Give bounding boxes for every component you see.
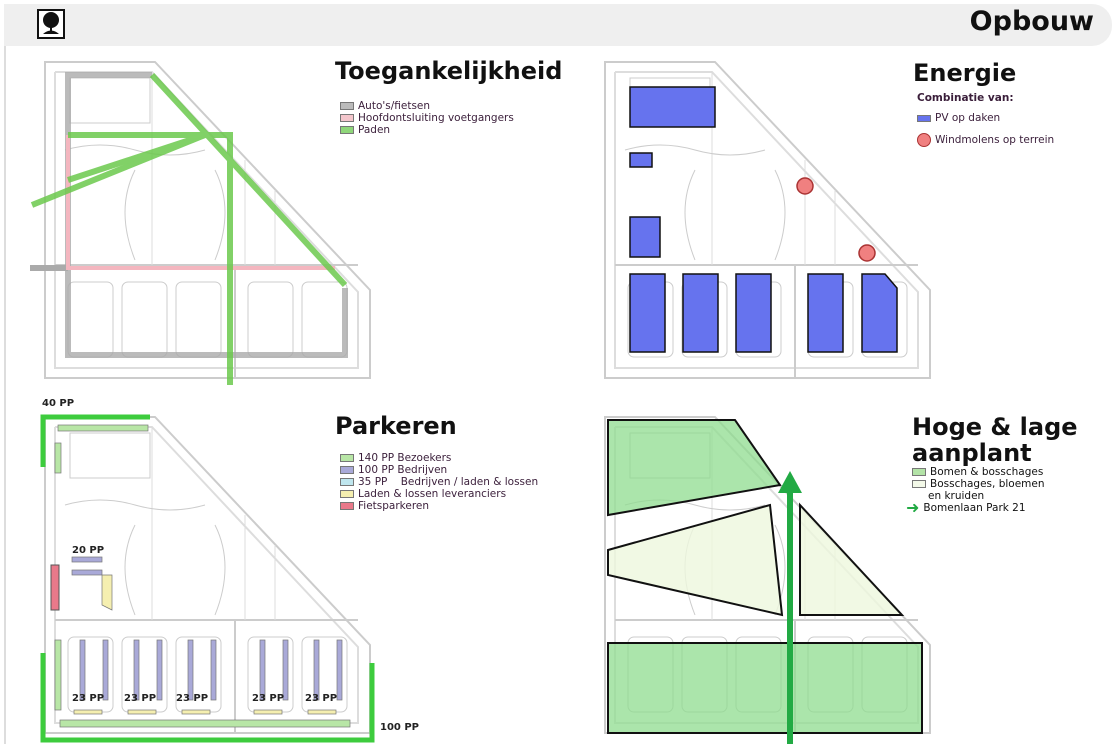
legend-swatch — [340, 126, 354, 134]
energy-legend: PV op daken Windmolens op terrein — [917, 112, 1054, 147]
legend-item-pv: PV op daken — [917, 112, 1054, 124]
access-title: Toegankelijkheid — [335, 57, 563, 85]
legend-item-suppliers: Laden & lossen leveranciers — [340, 488, 538, 500]
planting-title-line2: aanplant — [912, 439, 1032, 467]
access-plan — [30, 61, 371, 385]
legend-item-bikes: Fietsparkeren — [340, 500, 538, 512]
legend-label: PV op daken — [935, 112, 1001, 124]
legend-label: 35 PP Bedrijven / laden & lossen — [358, 476, 539, 488]
legend-item-trees: Bomen & bosschages — [912, 466, 1045, 478]
planting-title: Hoge & lage aanplant — [912, 414, 1078, 466]
legend-label: Windmolens op terrein — [935, 134, 1055, 146]
parking-count-block: 23 PP — [72, 693, 105, 704]
legend-label: Bomenlaan Park 21 — [923, 502, 1026, 514]
legend-item-paths: Paden — [340, 124, 514, 136]
legend-label: Bomen & bosschages — [930, 466, 1044, 478]
parking-legend: 140 PP Bezoekers 100 PP Bedrijven 35 PP … — [340, 452, 538, 512]
planting-legend: Bomen & bosschages Bosschages, bloemen e… — [906, 466, 1045, 516]
header-bar — [4, 4, 1112, 46]
legend-swatch — [340, 478, 354, 486]
divider — [4, 46, 6, 744]
legend-swatch — [340, 114, 354, 122]
legend-label: Auto's/fietsen — [358, 100, 431, 112]
parking-count-middle: 20 PP — [72, 545, 105, 556]
page-title: Opbouw — [969, 6, 1094, 37]
parking-title: Parkeren — [335, 412, 457, 440]
windmill-icon — [917, 133, 931, 147]
legend-item-cars: Auto's/fietsen — [340, 100, 514, 112]
access-legend: Auto's/fietsen Hoofdontsluiting voetgang… — [340, 100, 514, 136]
legend-label: Paden — [358, 124, 391, 136]
legend-swatch — [912, 468, 926, 476]
legend-item-companies: 100 PP Bedrijven — [340, 464, 538, 476]
legend-label: Hoofdontsluiting voetgangers — [358, 112, 514, 124]
tree-logo-icon — [37, 9, 65, 39]
legend-swatch — [340, 502, 354, 510]
legend-item-wind: Windmolens op terrein — [917, 133, 1054, 147]
legend-swatch — [340, 490, 354, 498]
planting-title-line1: Hoge & lage — [912, 413, 1078, 441]
legend-label: Bosschages, bloemen — [930, 478, 1045, 490]
legend-label: 140 PP Bezoekers — [358, 452, 452, 464]
planting-plan — [604, 416, 931, 744]
legend-label: en kruiden — [928, 490, 985, 502]
legend-swatch — [340, 454, 354, 462]
legend-swatch — [340, 466, 354, 474]
energy-title: Energie — [913, 59, 1017, 87]
parking-count-block: 23 PP — [252, 693, 285, 704]
legend-item-loading-companies: 35 PP Bedrijven / laden & lossen — [340, 476, 538, 488]
legend-item-shrubs-cont: en kruiden — [912, 490, 1045, 502]
legend-label: 100 PP Bedrijven — [358, 464, 448, 476]
legend-swatch — [340, 102, 354, 110]
legend-item-visitors: 140 PP Bezoekers — [340, 452, 538, 464]
parking-count-block: 23 PP — [176, 693, 209, 704]
parking-count-block: 23 PP — [124, 693, 157, 704]
parking-count-block: 23 PP — [305, 693, 338, 704]
legend-label: Fietsparkeren — [358, 500, 430, 512]
parking-count-bottom: 100 PP — [380, 722, 420, 733]
legend-item-pedestrians: Hoofdontsluiting voetgangers — [340, 112, 514, 124]
parking-count-top: 40 PP — [42, 398, 75, 409]
legend-item-shrubs: Bosschages, bloemen — [912, 478, 1045, 490]
green-arrow-icon: ➜ — [906, 498, 920, 517]
energy-plan — [604, 61, 931, 379]
legend-swatch — [912, 480, 926, 488]
legend-swatch — [917, 114, 931, 122]
energy-subtitle: Combinatie van: — [917, 92, 1014, 104]
parking-plan — [40, 414, 375, 743]
legend-item-avenue: ➜Bomenlaan Park 21 — [906, 498, 1045, 517]
legend-label: Laden & lossen leveranciers — [358, 488, 507, 500]
